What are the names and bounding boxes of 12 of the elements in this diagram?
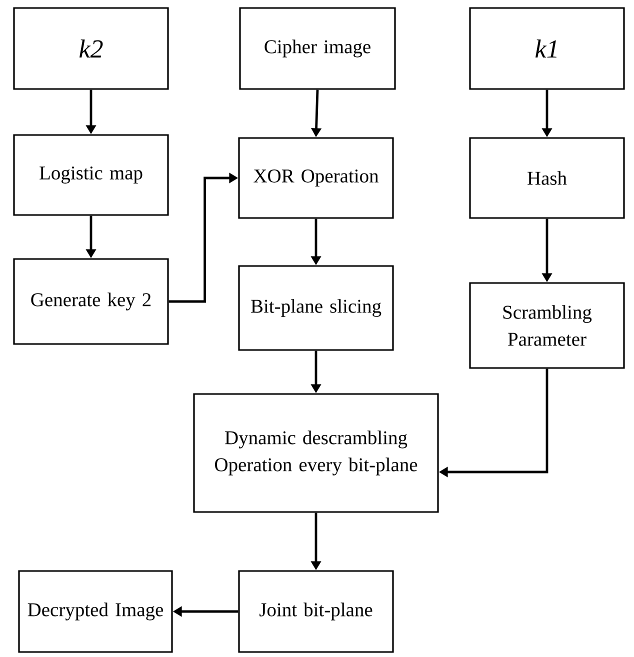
process-box: k1 <box>469 7 625 90</box>
process-box: Joint bit-plane <box>238 570 394 653</box>
process-box: k2 <box>13 7 169 90</box>
process-box: Hash <box>469 137 625 219</box>
process-box: Cipher image <box>239 7 396 90</box>
process-box: Generate key 2 <box>13 258 169 345</box>
process-box: Bit-plane slicing <box>238 265 394 351</box>
process-box: Logistic map <box>13 134 169 216</box>
process-box: Scrambling Parameter <box>469 282 625 369</box>
process-box: Dynamic descrambling Operation every bit-plane <box>193 393 439 513</box>
process-box: Decrypted Image <box>18 570 173 653</box>
process-box: XOR Operation <box>238 137 394 219</box>
